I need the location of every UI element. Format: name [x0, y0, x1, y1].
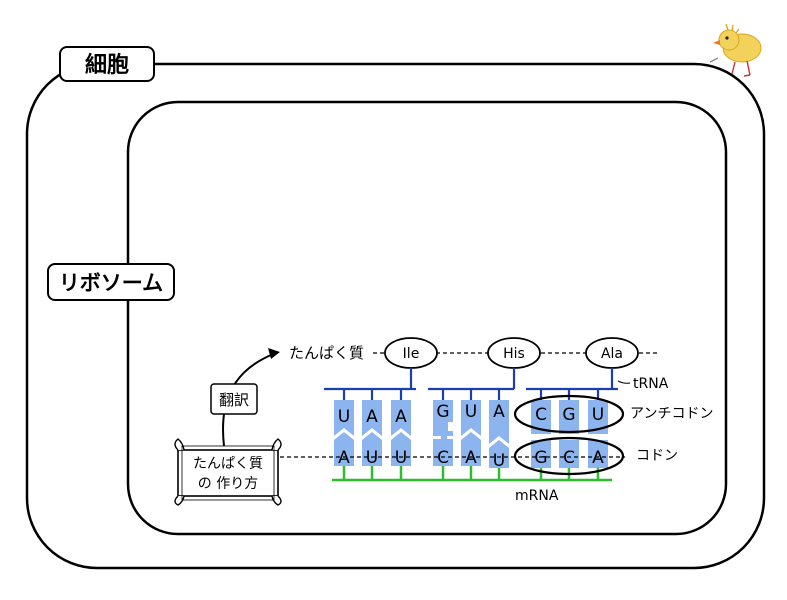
svg-text:G: G [562, 405, 575, 425]
svg-text:U: U [338, 407, 350, 427]
codon-label: コドン [636, 448, 678, 464]
chick-icon [709, 23, 762, 77]
trna-structures [324, 368, 618, 400]
ribosome-label-box [47, 263, 175, 301]
svg-text:A: A [366, 407, 378, 427]
mrna-label: mRNA [515, 488, 559, 504]
svg-text:C: C [437, 448, 449, 468]
scroll-text-line1: たんぱく質 [193, 456, 263, 472]
ribosome-outline [126, 100, 728, 536]
svg-text:G: G [534, 448, 547, 468]
svg-text:A: A [592, 448, 604, 468]
svg-text:A: A [465, 448, 477, 468]
trna-pointer [617, 380, 631, 384]
svg-text:C: C [535, 405, 547, 425]
svg-text:U: U [395, 448, 407, 468]
scroll-icon [174, 438, 282, 506]
mrna-strand [332, 466, 612, 482]
svg-text:U: U [493, 451, 505, 471]
cell-membrane [25, 62, 766, 570]
svg-text:G: G [436, 402, 449, 422]
anticodon-letters: U A A G U A C G U [338, 402, 604, 427]
svg-text:U: U [366, 448, 378, 468]
protein-label: たんぱく質 [289, 344, 364, 362]
anticodon-label: アンチコドン [630, 406, 713, 422]
translation-label-box [210, 383, 258, 415]
codon-letters: A U U C A U G C A [338, 448, 604, 471]
svg-text:U: U [465, 402, 477, 422]
amino-acid-ile-label: Ile [403, 346, 420, 362]
amino-acid-ala-label: Ala [601, 346, 623, 362]
trna-label: tRNA [633, 376, 669, 392]
svg-text:C: C [563, 448, 575, 468]
arrowhead-icon [268, 348, 280, 359]
ribosome-label: リボソーム [59, 271, 163, 295]
svg-text:U: U [592, 405, 604, 425]
amino-acid-his-label: His [503, 346, 525, 362]
cell-label: 細胞 [85, 52, 129, 78]
svg-text:A: A [493, 402, 505, 422]
cell-label-box [59, 46, 155, 82]
translation-label: 翻訳 [219, 391, 249, 409]
codon-highlight [513, 436, 625, 476]
svg-text:A: A [338, 448, 350, 468]
svg-text:A: A [395, 407, 407, 427]
anticodon-highlight [513, 394, 625, 434]
scroll-text-line2: の 作り方 [198, 476, 258, 492]
